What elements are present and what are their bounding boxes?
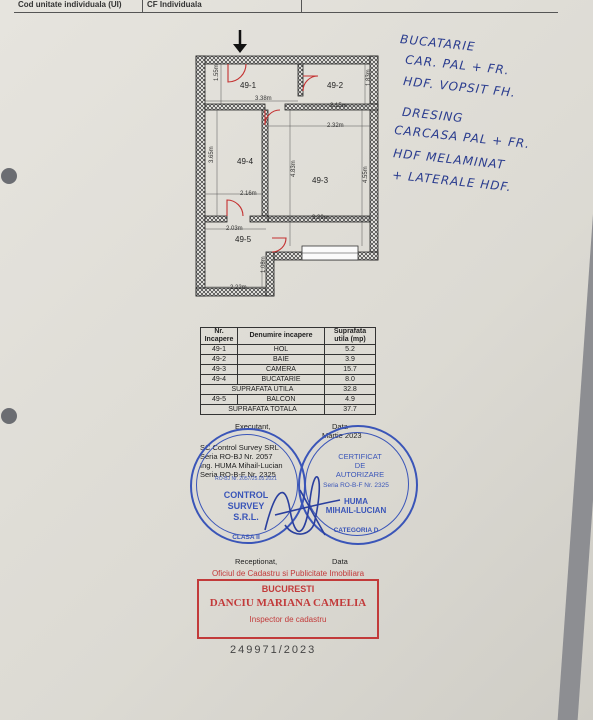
room-label: 49-3: [312, 176, 329, 185]
dimension-label: 1.55m: [214, 64, 220, 81]
table-cell: BALCON: [237, 394, 325, 405]
company-stamp-ring: [196, 434, 298, 536]
table-cell: 4.9: [324, 394, 376, 405]
dimension-label: 4.55m: [363, 166, 369, 183]
company-stamp-text: CONTROL SURVEY S.R.L.: [200, 490, 292, 523]
table-header: Suprafata utila (mp): [324, 327, 376, 345]
table-cell: SUPRAFATA TOTALA: [200, 404, 325, 415]
registration-number: 249971/2023: [230, 644, 317, 656]
table-cell: 49-2: [200, 354, 238, 365]
stamp-line: CONTROL: [223, 490, 269, 500]
room-labels: 49-1 49-2 49-3 49-4 49-5: [235, 81, 344, 244]
authorization-stamp-text: CERTIFICAT DE AUTORIZARE: [330, 452, 390, 479]
stamp-person: HUMA MIHAIL-LUCIAN: [310, 497, 402, 515]
authorization-stamp: [298, 425, 418, 545]
dimension-lines: [205, 64, 370, 288]
header-row: Cod unitate individuala (UI) CF Individu…: [14, 0, 558, 13]
stamp-ring-text: RO-BJ Nr. 2057/25.05.2021: [215, 476, 277, 482]
stamp-line: MIHAIL-LUCIAN: [325, 506, 387, 515]
stamp-line: DE: [354, 461, 366, 470]
stamp-line: S.R.L.: [233, 512, 259, 522]
receptionat-label: Receptionat,: [235, 557, 278, 566]
dimension-labels: 3.38m 2.15m 2.32m 2.16m 3.39m 2.03m 2.22m 1.55m…: [209, 64, 372, 291]
stamp-line: HUMA: [344, 497, 368, 506]
table-cell: 49-1: [200, 344, 238, 355]
table-cell: 3.9: [324, 354, 376, 365]
dimension-label: 2.03m: [226, 226, 243, 232]
doors: [226, 63, 319, 253]
stamp-categorie: CATEGORIA D: [333, 527, 379, 534]
stamp-line: CERTIFICAT: [338, 452, 382, 461]
office-name: Oficiul de Cadastru si Publicitate Imobi…: [211, 569, 365, 578]
dimension-label: 3.38m: [255, 96, 272, 102]
dimension-label: 2.15m: [330, 103, 347, 109]
dimension-label: 3.65m: [209, 146, 215, 163]
room-label: 49-1: [240, 81, 257, 90]
table-cell: 37.7: [324, 404, 376, 415]
table-cell: 15.7: [324, 364, 376, 375]
stamp-clasa: CLASA II: [232, 534, 260, 541]
table-cell: 49-5: [200, 394, 238, 405]
dimension-label: 2.16m: [240, 191, 257, 197]
dimension-label: 1.08m: [261, 256, 267, 273]
table-cell: 32.8: [324, 384, 376, 395]
entry-arrow-icon: [233, 30, 247, 53]
table-cell: CAMERA: [237, 364, 325, 375]
room-label: 49-2: [327, 81, 344, 90]
inspector-stamp: BUCURESTI DANCIU MARIANA CAMELIA Inspect…: [197, 579, 379, 639]
inspector-name: DANCIU MARIANA CAMELIA: [209, 597, 367, 609]
header-cod-unitate: Cod unitate individuala (UI): [14, 0, 143, 12]
stamp-line: AUTORIZARE: [335, 470, 385, 479]
executant-label: Executant,: [235, 422, 271, 431]
room-label: 49-5: [235, 235, 252, 244]
header-cf: CF Individuala: [143, 0, 302, 12]
dimension-label: 3.39m: [312, 215, 329, 221]
table-header: Nr. Incapere: [200, 327, 238, 345]
table-cell: BUCATARIE: [237, 374, 325, 385]
table-cell: 8.0: [324, 374, 376, 385]
table-header: Denumire incapere: [237, 327, 325, 345]
stamp-serie: Seria RO-B-F Nr. 2325: [323, 482, 389, 489]
receptie-data-label: Data: [332, 557, 348, 566]
punch-hole: [1, 168, 17, 184]
table-header-row: Nr. Incapere Denumire incapere Suprafata…: [200, 327, 376, 345]
dimension-label: 2.32m: [327, 123, 344, 129]
dimension-label: 4.83m: [291, 160, 297, 177]
table-cell: 49-3: [200, 364, 238, 375]
inspector-role: Inspector de cadastru: [249, 615, 327, 624]
signature-scribble: [264, 476, 341, 536]
table-cell: HOL: [237, 344, 325, 355]
table-cell: BAIE: [237, 354, 325, 365]
authorization-stamp-ring: [305, 432, 409, 536]
dimension-label: 1.83m: [366, 69, 372, 86]
office-city: BUCURESTI: [261, 584, 315, 594]
area-table: Nr. Incapere Denumire incapere Suprafata…: [200, 327, 376, 415]
table-cell: 5.2: [324, 344, 376, 355]
punch-hole: [1, 408, 17, 424]
stamp-line: SURVEY: [227, 501, 265, 511]
dimension-label: 2.22m: [230, 285, 247, 291]
table-cell: 49-4: [200, 374, 238, 385]
room-label: 49-4: [237, 157, 254, 166]
table-cell: SUPRAFATA UTILA: [200, 384, 325, 395]
